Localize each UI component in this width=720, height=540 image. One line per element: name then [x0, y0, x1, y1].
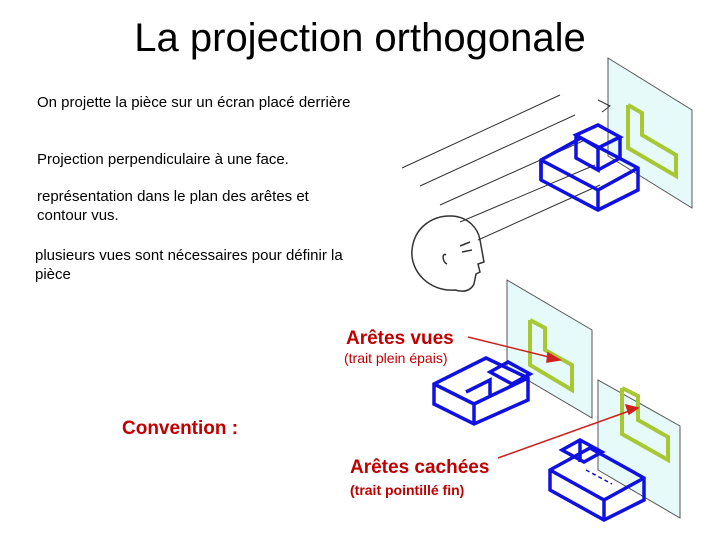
label-aretes-vues: Arêtes vues [346, 328, 454, 349]
bullet-3: représentation dans le plan des arêtes e… [37, 188, 309, 224]
label-aretes-cachees: Arêtes cachées [350, 457, 490, 478]
object-3d-top [539, 123, 640, 212]
projected-view-hidden [620, 386, 670, 464]
page-title: La projection orthogonale [134, 16, 586, 60]
object-3d-hidden [548, 438, 646, 522]
bullet-2: Projection perpendiculaire à une face. [37, 151, 289, 168]
bullet-1: On projette la pièce sur un écran placé … [37, 94, 351, 111]
arrow-aretes-vues [467, 336, 563, 363]
projected-view-visible [528, 318, 574, 394]
perpendicular-marker [597, 99, 611, 113]
projection-screen-top [607, 57, 693, 209]
label-aretes-cachees-sub: (trait pointillé fin) [350, 482, 465, 498]
label-aretes-vues-sub: (trait plein épais) [344, 350, 448, 366]
arrow-aretes-cachees [497, 403, 640, 459]
projected-view-top [626, 103, 678, 180]
observer-head [411, 215, 485, 292]
label-convention: Convention : [122, 418, 239, 439]
object-3d-visible [432, 356, 534, 426]
projection-rays [401, 94, 601, 241]
bullet-4: plusieurs vues sont nécessaires pour déf… [35, 247, 343, 283]
projection-screen-visible [506, 279, 593, 419]
